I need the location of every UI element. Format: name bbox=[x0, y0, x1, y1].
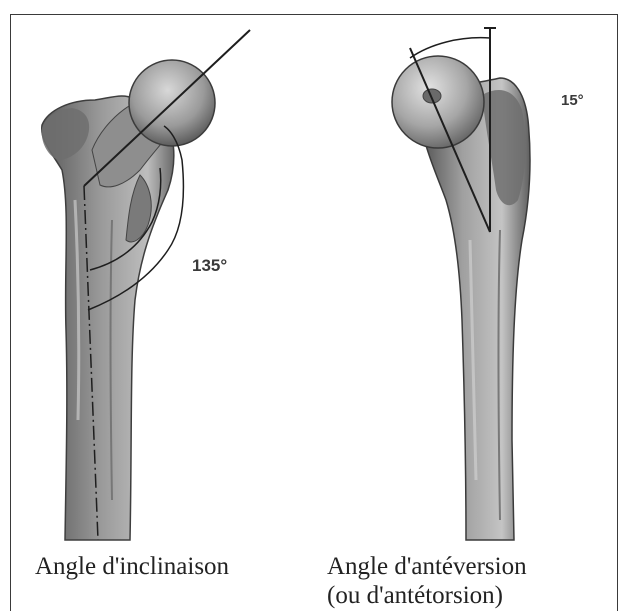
right-femur-head bbox=[392, 56, 484, 148]
right-caption-line2: (ou d'antétorsion) bbox=[327, 580, 503, 611]
right-angle-arc bbox=[410, 38, 490, 58]
right-angle-value: 15° bbox=[561, 92, 584, 109]
right-caption-line1: Angle d'antéversion bbox=[327, 551, 527, 582]
left-caption: Angle d'inclinaison bbox=[35, 551, 229, 582]
left-femur bbox=[42, 60, 215, 540]
right-femur bbox=[392, 56, 530, 540]
left-angle-value: 135° bbox=[192, 256, 227, 276]
